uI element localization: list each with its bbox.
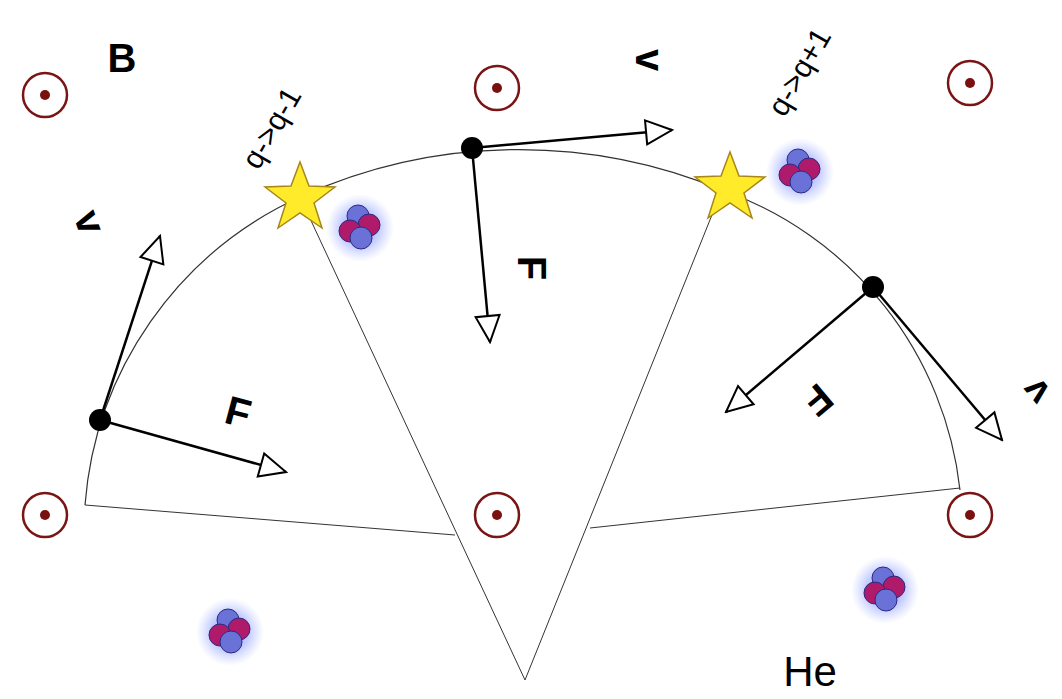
atom-label: He — [783, 651, 837, 693]
velocity-label: v — [67, 205, 112, 240]
force-label: F — [796, 377, 840, 423]
velocity-label: v — [630, 49, 670, 71]
force-label: F — [221, 390, 255, 435]
velocity-label: v — [1015, 372, 1058, 413]
charge-exchange-label: q->q+1 — [763, 23, 837, 120]
charge-exchange-label: q->q-1 — [237, 83, 307, 174]
force-label: F — [512, 256, 552, 280]
field-label: B — [108, 38, 137, 78]
